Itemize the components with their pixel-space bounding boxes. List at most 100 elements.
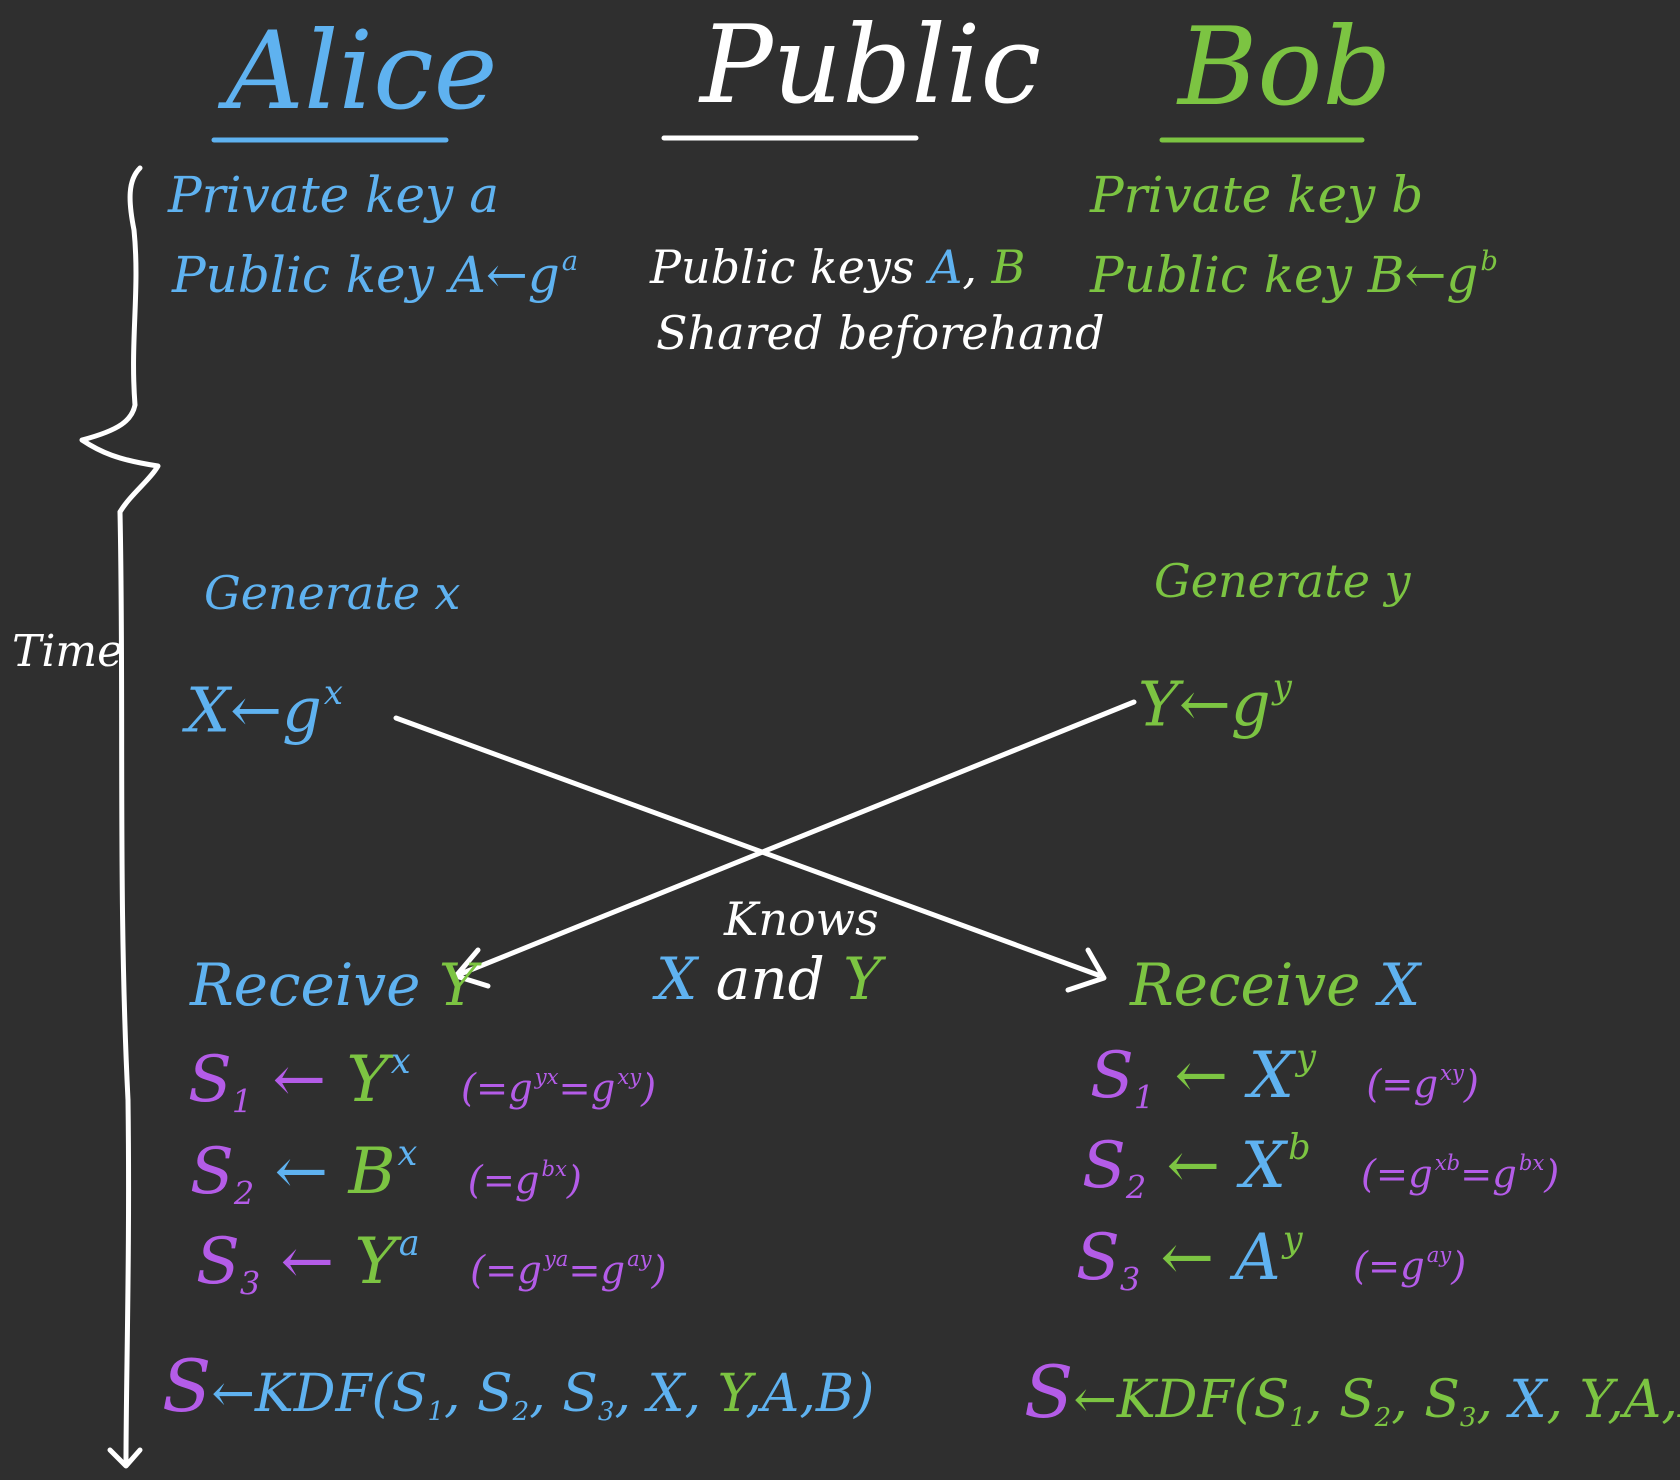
alice-s1-p-e1: yx — [534, 1064, 559, 1090]
alice-s3-arrow: ← — [280, 1225, 335, 1300]
arrow-x-to-bob-head — [1065, 947, 1107, 993]
alice-s1-sym: S — [188, 1043, 232, 1118]
alice-kdf-lead: ←KDF(S — [211, 1364, 428, 1424]
alice-receive-var: Y — [438, 951, 478, 1019]
bob-kdf-y: Y — [1579, 1370, 1608, 1430]
alice-s3-exp: a — [398, 1223, 420, 1264]
bob-s2-arrow: ← — [1166, 1129, 1221, 1204]
alice-generate: Generate x — [204, 566, 461, 620]
bob-kdf-i1: 1 — [1289, 1403, 1306, 1434]
knows-and: and — [715, 945, 825, 1013]
alice-header: Alice — [226, 9, 498, 134]
knows-x: X — [656, 945, 698, 1013]
arrow-y-to-alice — [455, 699, 1137, 978]
bob-s1-p-close: ) — [1463, 1062, 1479, 1108]
bob-kdf-c1: , S — [1305, 1370, 1375, 1430]
public-keys-comma: , — [962, 240, 992, 294]
knows-y: Y — [843, 945, 882, 1013]
bob-s1-p-e1: xy — [1440, 1060, 1464, 1086]
alice-s3-p-e1: ya — [543, 1246, 569, 1272]
bob-s2-paren: (=gxb=gbx) — [1361, 1152, 1559, 1197]
alice-kdf-i3: 3 — [597, 1397, 615, 1428]
alice-kdf-c4: , — [684, 1364, 718, 1424]
bob-s2-p-open: (=g — [1360, 1152, 1433, 1198]
alice-x-gen-exp: x — [323, 673, 344, 713]
bob-kdf-c4: , — [1546, 1370, 1580, 1430]
bob-kdf-tail: ,A,B) — [1607, 1370, 1680, 1430]
bob-private-key: Private key b — [1090, 166, 1424, 224]
bob-generate: Generate y — [1154, 554, 1411, 608]
bob-s2-p-e1: xb — [1434, 1150, 1461, 1176]
alice-s3-sym: S — [196, 1225, 240, 1300]
alice-kdf-s: S — [162, 1344, 212, 1428]
bob-s1: S1 ← Xy (=gxy) — [1090, 1040, 1479, 1113]
alice-s2-p-e1: bx — [541, 1156, 567, 1182]
alice-s3-p-mid: =g — [568, 1248, 626, 1294]
bob-s3-paren: (=gay) — [1353, 1244, 1466, 1289]
public-key-b: B — [991, 240, 1026, 294]
public-key-a: A — [929, 240, 963, 294]
alice-s2-p-open: (=g — [467, 1158, 540, 1204]
bob-s1-paren: (=gxy) — [1366, 1062, 1479, 1107]
alice-s3-base: Y — [354, 1225, 397, 1300]
bob-s3-p-e1: ay — [1426, 1242, 1452, 1268]
alice-s1-base: Y — [346, 1043, 389, 1118]
bob-public-key-exp: b — [1480, 245, 1499, 277]
alice-s3-p-e2: ay — [627, 1246, 652, 1272]
bob-y-gen-exp: y — [1272, 667, 1292, 707]
alice-kdf-c3: , — [614, 1364, 648, 1424]
alice-kdf-tail: ,A,B) — [745, 1364, 875, 1424]
bob-s3-p-open: (=g — [1352, 1244, 1425, 1290]
alice-private-key: Private key a — [168, 166, 500, 224]
alice-kdf-y: Y — [717, 1364, 746, 1424]
alice-s1-p-e2: xy — [617, 1064, 642, 1090]
alice-kdf-i2: 2 — [512, 1397, 530, 1428]
alice-x-gen-lhs: X←g — [186, 673, 322, 747]
alice-s1: S1 ← Yx (=gyx=gxy) — [188, 1044, 656, 1117]
alice-s2-sym: S — [190, 1135, 234, 1210]
bob-s2-idx: 2 — [1125, 1168, 1147, 1207]
bob-public-key-text: Public key B←g — [1090, 246, 1479, 304]
bob-s2-p-e2: bx — [1518, 1150, 1545, 1176]
time-brace — [79, 165, 161, 515]
alice-s2-idx: 2 — [233, 1174, 255, 1213]
arrow-x-to-bob — [393, 715, 1101, 978]
alice-s1-idx: 1 — [231, 1082, 253, 1121]
bob-s3-p-close: ) — [1451, 1244, 1467, 1290]
bob-s3-arrow: ← — [1160, 1221, 1215, 1296]
alice-s3-paren: (=gya=gay) — [470, 1248, 667, 1293]
alice-s2: S2 ← Bx (=gbx) — [190, 1136, 582, 1209]
bob-s2-sym: S — [1082, 1129, 1126, 1204]
knows-label: Knows — [724, 892, 879, 946]
bob-s1-sym: S — [1090, 1039, 1134, 1114]
alice-public-key: Public key A←ga — [172, 245, 579, 300]
alice-kdf-c2: , S — [529, 1364, 598, 1424]
bob-s1-idx: 1 — [1133, 1078, 1155, 1117]
alice-kdf-i1: 1 — [427, 1397, 444, 1428]
alice-s2-base: B — [348, 1135, 396, 1210]
alice-s2-exp: x — [397, 1133, 418, 1174]
knows-x-and-y: X and Y — [656, 950, 882, 1008]
bob-y-gen: Y←gy — [1138, 670, 1292, 735]
bob-receive: Receive X — [1130, 956, 1420, 1014]
alice-s2-arrow: ← — [274, 1135, 329, 1210]
bob-s2-base: X — [1240, 1129, 1287, 1204]
bob-kdf-c3: , — [1476, 1370, 1510, 1430]
alice-s3: S3 ← Ya (=gya=gay) — [196, 1226, 667, 1299]
bob-s2-p-close: ) — [1544, 1152, 1560, 1198]
bob-s3-base: A — [1234, 1221, 1281, 1296]
bob-kdf-lead: ←KDF(S — [1073, 1370, 1290, 1430]
bob-header: Bob — [1178, 5, 1392, 130]
bob-s3-exp: y — [1282, 1219, 1303, 1260]
bob-s3-idx: 3 — [1119, 1260, 1141, 1299]
alice-public-key-text: Public key A←g — [172, 246, 560, 304]
bob-kdf: S←KDF(S1, S2, S3, X, Y,A,B) — [1024, 1356, 1680, 1431]
alice-receive: Receive Y — [190, 956, 477, 1014]
bob-kdf-i3: 3 — [1459, 1403, 1477, 1434]
bob-s2-p-mid: =g — [1460, 1152, 1517, 1198]
arrow-y-to-alice-head — [453, 947, 491, 989]
alice-public-key-exp: a — [561, 245, 579, 277]
public-header: Public — [700, 3, 1041, 128]
alice-s3-p-open: (=g — [470, 1248, 542, 1294]
